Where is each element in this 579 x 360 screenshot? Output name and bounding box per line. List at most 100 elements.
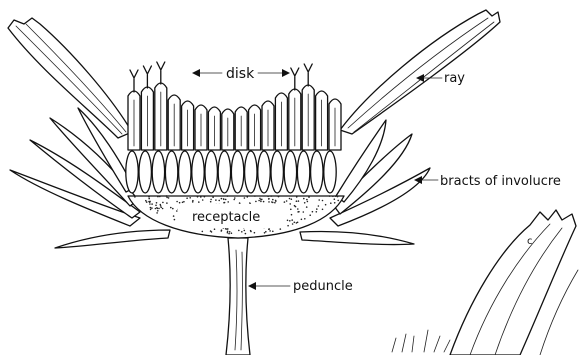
disk-floret-style [130,70,138,92]
arrow-head-icon [192,69,200,77]
disk-floret-ovary [218,151,230,193]
stipple-dot [334,202,336,204]
stipple-dot [145,200,147,202]
stipple-dot [329,195,331,197]
stipple-dot [249,202,251,204]
stipple-dot [186,197,188,199]
stipple-dot [159,196,161,198]
stipple-dot [260,199,262,201]
disk-floret-ovary [152,151,164,193]
stipple-dot [290,209,292,211]
stipple-dot [298,200,300,202]
disk-floret-ovary [192,151,204,193]
ray-floret-left [8,18,132,138]
stipple-dot [156,202,158,204]
stipple-dot [296,196,298,198]
stipple-dot [270,195,272,197]
stipple-dot [306,206,308,208]
stipple-dot [134,196,136,198]
stipple-dot [268,201,270,203]
stipple-dot [179,202,181,204]
stipple-dot [259,198,261,200]
stipple-dot [227,231,229,233]
stipple-dot [160,205,162,207]
label-peduncle: peduncle [293,279,353,294]
stipple-dot [289,220,291,222]
stipple-dot [272,231,274,233]
stipple-dot [287,220,289,222]
stipple-dot [318,205,320,207]
stipple-dot [151,203,153,205]
stipple-dot [330,202,332,204]
stipple-dot [192,201,194,203]
stipple-dot [280,228,282,230]
stipple-dot [238,230,240,232]
disk-floret-ovary [179,151,191,193]
stipple-dot [292,223,294,225]
stipple-dot [303,198,305,200]
stipple-dot [274,202,276,204]
stipple-dot [221,230,223,232]
stipple-dot [268,228,270,230]
stipple-dot [254,195,256,197]
stipple-dot [221,198,223,200]
stipple-dot [337,200,339,202]
label-peduncle-group: peduncle [248,279,353,294]
stipple-dot [304,202,306,204]
stipple-dot [225,199,227,201]
stipple-dot [250,231,252,233]
stipple-dot [210,199,212,201]
stipple-dot [229,231,231,233]
disk-floret-ovary [245,151,257,193]
stipple-dot [166,195,168,197]
stipple-dot [189,197,191,199]
disk-florets-lower-row [126,151,336,193]
stipple-dot [244,230,246,232]
stipple-dot [269,230,271,232]
disk-floret-ovary [324,151,336,193]
stipple-dot [289,203,291,205]
stipple-dot [306,199,308,201]
label-disk-group: disk [192,66,290,82]
label-bracts-of-involucre: bracts of involucre [440,174,561,189]
stipple-dot [275,200,277,202]
arrow-head-icon [282,69,290,77]
stipple-dot [148,198,150,200]
stipple-dot [227,228,229,230]
stipple-dot [264,232,266,234]
disk-floret-style [157,62,165,84]
label-ray: ray [444,71,465,86]
stipple-dot [297,222,299,224]
stipple-dot [233,199,235,201]
stipple-dot [166,202,168,204]
stipple-dot [231,232,233,234]
disk-floret-style [143,66,151,88]
stipple-dot [155,205,157,207]
stipple-dot [234,197,236,199]
stipple-dot [316,208,318,210]
disk-floret-ovary [271,151,283,193]
stipple-dot [316,211,318,213]
label-bracts-group: bracts of involucre [414,174,561,189]
stipple-dot [150,209,152,211]
stipple-dot [318,199,320,201]
stipple-dot [210,201,212,203]
stipple-dot [247,196,249,198]
label-receptacle: receptacle [192,210,260,225]
inset-floret-drawing [392,210,578,355]
stipple-dot [158,208,160,210]
stipple-dot [295,206,297,208]
stipple-dot [265,231,267,233]
stipple-dot [322,200,324,202]
stipple-dot [255,201,257,203]
disk-floret-ovary [126,151,138,193]
stipple-dot [337,196,339,198]
stipple-dot [263,201,265,203]
stipple-dot [334,198,336,200]
stipple-dot [309,214,311,216]
stipple-dot [307,201,309,203]
stipple-dot [214,228,216,230]
stipple-dot [157,196,159,198]
stipple-dot [160,207,162,209]
